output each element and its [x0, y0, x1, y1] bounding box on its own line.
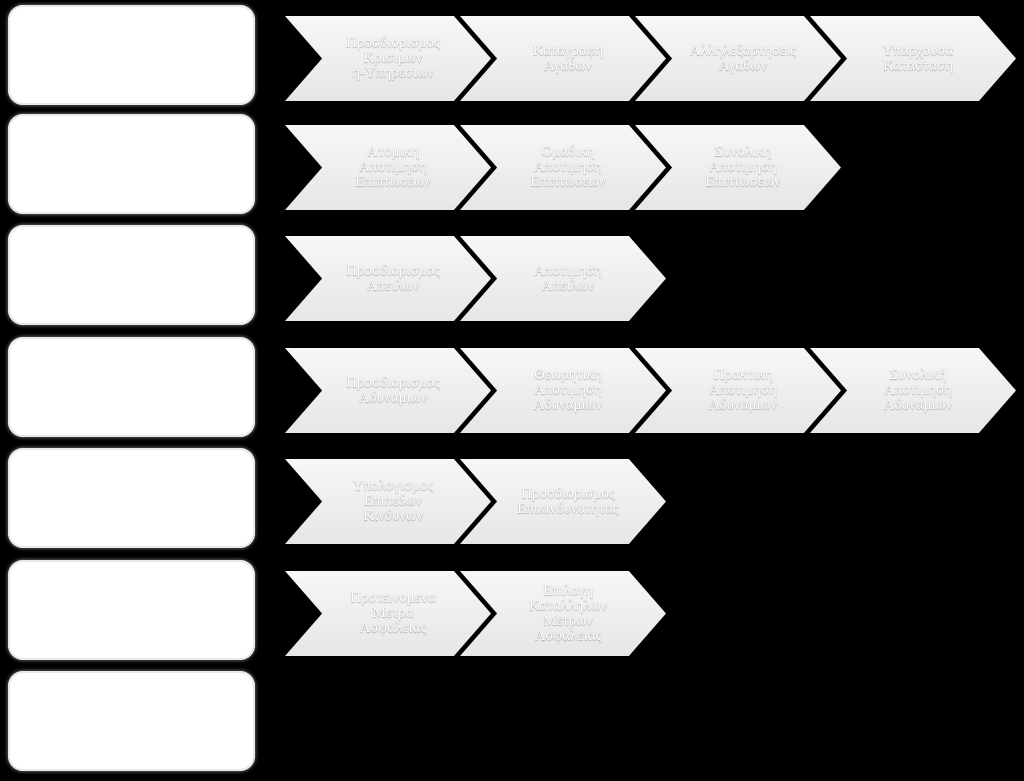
- step-6-1: Προτεινομενα Μετρα Ασφαλειας: [285, 571, 491, 656]
- step-4-1: Προσδιορισμος Αδυναμιων: [285, 348, 491, 433]
- step-label: Προσδιορισμος Επικινδυνοτητας: [517, 485, 619, 517]
- step-label: Καταγραφη Αγαθων: [532, 42, 604, 74]
- step-label: Υπολογισμος Επιπεδων Κινδυνων: [352, 478, 434, 524]
- step-label: Προτεινομενα Μετρα Ασφαλειας: [350, 590, 436, 636]
- step-3-1: Προσδιορισμος Απειλων: [285, 236, 491, 321]
- step-label: Συνολική Αποτιμηση Αδυναμιων: [883, 367, 953, 413]
- stage-row-3: Προσδιορισμος Απειλων Αποτιμηση Απειλων: [0, 225, 1024, 325]
- step-label: Πρακτικη Αποτιμηση Αδυναμιων: [708, 367, 778, 413]
- step-1-1: Προσδιορισμος Κρισιμων η-Υπηρεσιων: [285, 16, 491, 101]
- stage-row-6: Προτεινομενα Μετρα Ασφαλειας Επιλογη Κατ…: [0, 560, 1024, 660]
- step-label: Ατομικη Αποτιμηση Επιπτωσεων: [355, 144, 431, 190]
- step-5-1: Υπολογισμος Επιπεδων Κινδυνων: [285, 459, 491, 544]
- stage-row-4: Προσδιορισμος Αδυναμιων Θεωρητικη Αποτιμ…: [0, 337, 1024, 437]
- step-label: Αλληλεξαρτησεις Αγαθων: [689, 42, 797, 74]
- step-label: Προσδιορισμος Κρισιμων η-Υπηρεσιων: [346, 35, 440, 81]
- stage-box-7: [8, 671, 255, 771]
- step-label: Θεωρητικη Αποτιμηση Αδυναμιων: [533, 367, 603, 413]
- stage-box-2: [8, 114, 255, 214]
- stage-box-1: [8, 5, 255, 105]
- stage-row-1: Προσδιορισμος Κρισιμων η-Υπηρεσιων Καταγ…: [0, 5, 1024, 105]
- step-label: Υπαρχουσα Κατασταση: [882, 42, 954, 74]
- step-label: Προσδιορισμος Αδυναμιων: [346, 374, 440, 406]
- stage-row-7: [0, 671, 1024, 771]
- step-label: Συνολικη Αποτιμηση Επιπτωσεων: [705, 144, 781, 190]
- step-label: Αποτιμηση Απειλων: [534, 262, 602, 294]
- stage-box-5: [8, 448, 255, 548]
- step-label: Ομαδικη Αποτιμηση Επιπτωσεων: [530, 144, 606, 190]
- stage-row-5: Υπολογισμος Επιπεδων Κινδυνων Προσδιορισ…: [0, 448, 1024, 548]
- stage-row-2: Ατομικη Αποτιμηση Επιπτωσεων Ομαδικη Απο…: [0, 114, 1024, 214]
- stage-box-4: [8, 337, 255, 437]
- step-2-1: Ατομικη Αποτιμηση Επιπτωσεων: [285, 125, 491, 210]
- stage-box-6: [8, 560, 255, 660]
- stage-box-3: [8, 225, 255, 325]
- step-label: Επιλογη Καταλληλων Μετρων Ασφαλειας: [528, 582, 608, 644]
- step-label: Προσδιορισμος Απειλων: [346, 262, 440, 294]
- step-5-2: Προσδιορισμος Επικινδυνοτητας: [460, 459, 666, 544]
